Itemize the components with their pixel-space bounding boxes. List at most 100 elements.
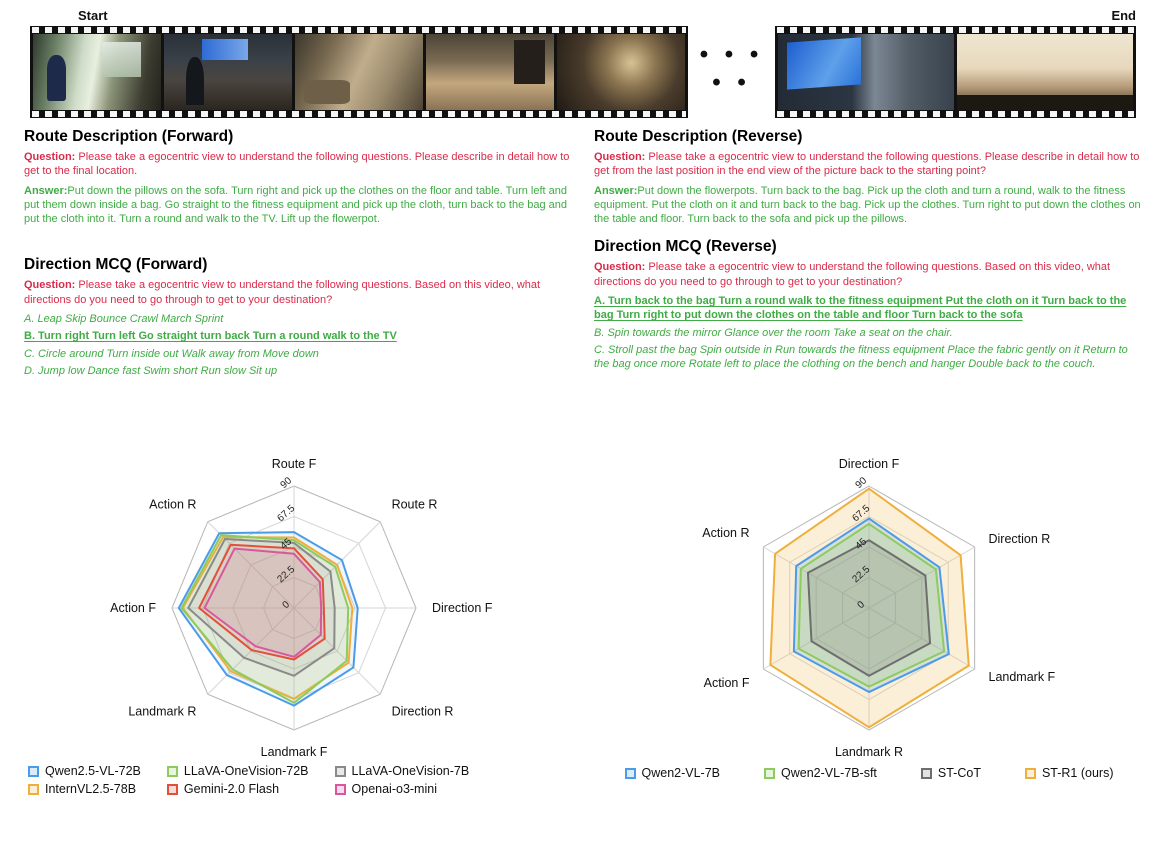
route-description-reverse: Route Description (Reverse) Question: Pl… <box>594 128 1144 226</box>
legend-label: Gemini-2.0 Flash <box>183 782 280 796</box>
answer-label: Answer: <box>594 184 638 197</box>
section-title: Route Description (Forward) <box>24 128 234 145</box>
svg-text:Direction F: Direction F <box>839 457 900 471</box>
legend-swatch <box>334 783 346 795</box>
start-label: Start <box>78 8 108 23</box>
legend-swatch <box>28 783 39 795</box>
mcq-option-c: C. Circle around Turn inside out Walk aw… <box>24 347 319 360</box>
film-strip-start <box>30 26 688 118</box>
direction-mcq-reverse: Direction MCQ (Reverse) Question: Please… <box>594 238 1144 371</box>
mcq-option-c: C. Stroll past the bag Spin outside in R… <box>594 343 1128 371</box>
legend-item: Qwen2.5-VL-72B <box>28 764 141 778</box>
question-body: Please take a egocentric view to underst… <box>24 151 570 178</box>
question-text: Question: Please take a egocentric view … <box>24 278 574 307</box>
legend-left: Qwen2.5-VL-72B InternVL2.5-78B LLaVA-OneVi… <box>24 764 574 796</box>
question-body: Please take a egocentric view to underst… <box>594 261 1111 288</box>
legend-swatch <box>920 767 932 779</box>
video-frame-tv-screen <box>778 34 954 110</box>
answer-body: Put down the flowerpots. Turn back to th… <box>594 184 1141 226</box>
legend-label: Openai-o3-mini <box>351 782 437 796</box>
end-label: End <box>1111 8 1136 23</box>
svg-text:90: 90 <box>854 475 870 491</box>
video-frames-row: • • • • • <box>8 26 1150 118</box>
section-title: Direction MCQ (Forward) <box>24 256 208 274</box>
svg-text:Landmark F: Landmark F <box>989 670 1056 684</box>
video-frame-tv-room <box>164 34 292 110</box>
svg-text:0: 0 <box>281 599 293 611</box>
mcq-option-b: B. Turn right Turn left Go straight turn… <box>24 330 397 343</box>
svg-text:Direction R: Direction R <box>989 532 1051 546</box>
video-frame-living-room <box>33 34 161 110</box>
legend-item: ST-R1 (ours) <box>1024 766 1114 780</box>
question-label: Question: <box>594 261 646 274</box>
legend-label: InternVL2.5-78B <box>45 782 137 796</box>
mcq-option-b: B. Spin towards the mirror Glance over t… <box>594 326 953 339</box>
route-description-forward: Route Description (Forward) Question: Pl… <box>24 128 574 226</box>
legend-item: LLaVA-OneVision-72B <box>166 764 309 778</box>
legend-label: Qwen2-VL-7B <box>641 766 721 780</box>
svg-text:Direction R: Direction R <box>392 705 454 719</box>
legend-item: InternVL2.5-78B <box>28 782 141 796</box>
forward-column: Route Description (Forward) Question: Pl… <box>24 128 574 796</box>
legend-swatch <box>764 767 776 779</box>
svg-text:Landmark F: Landmark F <box>261 745 328 758</box>
legend-item: Qwen2-VL-7B <box>624 766 721 780</box>
svg-text:90: 90 <box>279 475 295 491</box>
content-columns: Route Description (Forward) Question: Pl… <box>8 128 1150 796</box>
legend-label: Qwen2-VL-7B-sft <box>781 766 877 780</box>
legend-item: Openai-o3-mini <box>334 782 470 796</box>
question-label: Question: <box>594 151 646 163</box>
legend-label: ST-CoT <box>937 766 981 780</box>
legend-label: LLaVA-OneVision-7B <box>351 764 470 778</box>
legend-swatch <box>1024 767 1036 779</box>
svg-text:Action F: Action F <box>704 676 750 690</box>
answer-body: Put down the pillows on the sofa. Turn r… <box>24 184 568 226</box>
legend-swatch <box>28 765 39 777</box>
svg-text:Action R: Action R <box>702 526 749 540</box>
mcq-option-d: D. Jump low Dance fast Swim short Run sl… <box>24 364 278 377</box>
svg-text:Route F: Route F <box>272 457 317 471</box>
legend-swatch <box>166 765 178 777</box>
legend-right: Qwen2-VL-7B Qwen2-VL-7B-sft ST-CoT ST-R1 (o… <box>594 766 1144 780</box>
video-frame-dim-room <box>557 34 685 110</box>
reverse-text: Route Description (Reverse) Question: Pl… <box>594 128 1144 448</box>
question-body: Please take a egocentric view to underst… <box>24 279 541 306</box>
legend-label: Qwen2.5-VL-72B <box>45 764 141 778</box>
svg-text:0: 0 <box>856 599 868 611</box>
svg-text:Route R: Route R <box>392 497 438 511</box>
question-text: Question: Please take a egocentric view … <box>594 150 1144 179</box>
ellipsis-dots: • • • • • <box>699 41 764 96</box>
reverse-column: Route Description (Reverse) Question: Pl… <box>594 128 1144 796</box>
section-title: Direction MCQ (Reverse) <box>594 238 777 256</box>
legend-label: LLaVA-OneVision-72B <box>183 764 309 778</box>
svg-text:Direction F: Direction F <box>432 601 493 615</box>
question-text: Question: Please take a egocentric view … <box>24 150 574 179</box>
forward-text: Route Description (Forward) Question: Pl… <box>24 128 574 448</box>
section-title: Route Description (Reverse) <box>594 128 803 145</box>
answer-text: Answer:Put down the flowerpots. Turn bac… <box>594 184 1144 227</box>
answer-text: Answer:Put down the pillows on the sofa.… <box>24 184 574 227</box>
legend-swatch <box>166 783 178 795</box>
film-strip-end <box>775 26 1136 118</box>
legend-swatch <box>334 765 346 777</box>
legend-item: ST-CoT <box>920 766 981 780</box>
video-frame-cluttered-room <box>295 34 423 110</box>
video-frame-ceiling <box>957 34 1133 110</box>
svg-text:Action F: Action F <box>110 601 156 615</box>
svg-text:Landmark R: Landmark R <box>128 705 196 719</box>
mcq-option-a: A. Turn back to the bag Turn a round wal… <box>594 295 1127 322</box>
svg-text:Action R: Action R <box>149 497 196 511</box>
mcq-option-a: A. Leap Skip Bounce Crawl March Sprint <box>24 313 224 326</box>
legend-item: Gemini-2.0 Flash <box>166 782 309 796</box>
question-label: Question: <box>24 151 76 163</box>
answer-label: Answer: <box>24 184 68 197</box>
legend-swatch <box>624 767 636 779</box>
question-body: Please take a egocentric view to underst… <box>594 151 1140 178</box>
legend-label: ST-R1 (ours) <box>1041 766 1114 780</box>
svg-text:Landmark R: Landmark R <box>835 745 903 758</box>
legend-item: Qwen2-VL-7B-sft <box>764 766 877 780</box>
